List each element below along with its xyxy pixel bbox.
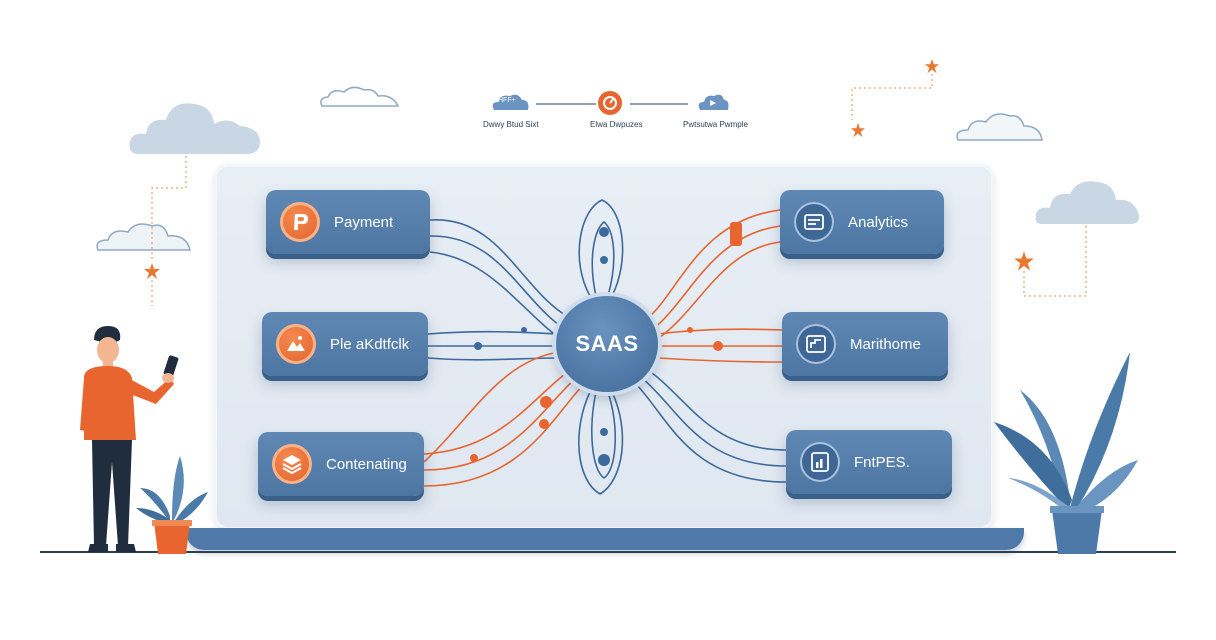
node-contenating[interactable]: Contenating [258, 432, 424, 496]
flow-caption-1: Dwwy Btud Sixt [483, 120, 539, 129]
node-label: Contenating [326, 455, 407, 473]
play-cloud-icon [698, 94, 729, 110]
node-analytics[interactable]: Analytics [780, 190, 944, 254]
clock-icon [598, 91, 622, 115]
star-icon [924, 58, 940, 74]
node-marithome[interactable]: Marithome [782, 312, 948, 376]
flow-caption-2: Elwa Dwpuzes [590, 120, 643, 129]
star-icon [1014, 251, 1034, 271]
cloud-icon [492, 94, 529, 110]
flow-badge-text: HFF+ [498, 97, 516, 104]
mountain-icon [276, 324, 316, 364]
node-ple-akdtfclk[interactable]: Ple aKdtfclk [262, 312, 428, 376]
ground-line [40, 551, 1176, 553]
node-label: Payment [334, 213, 394, 231]
node-fntpes[interactable]: FntPES. [786, 430, 952, 494]
node-label: Marithome [850, 335, 921, 353]
plant-icon [994, 352, 1138, 554]
connector-line [536, 103, 596, 105]
star-icon [144, 263, 160, 279]
saas-hub[interactable]: SAAS [556, 296, 658, 392]
cloud-icon [956, 113, 1043, 141]
cloud-icon [96, 223, 191, 251]
platform-base [186, 528, 1024, 550]
flow-caption-3: Pwtsutwa Pwmple [683, 120, 748, 129]
payment-icon [280, 202, 320, 242]
plant-icon [136, 456, 208, 554]
node-label: Analytics [848, 213, 909, 231]
document-chart-icon [800, 442, 840, 482]
top-flow: HFF+ Dwwy Btud Sixt Elwa Dwpuzes Pwtsutw… [470, 88, 770, 138]
node-payment[interactable]: Payment [266, 190, 430, 254]
cloud-icon [320, 86, 400, 107]
person-figure [80, 326, 179, 552]
hub-label: SAAS [575, 331, 639, 356]
cloud-icon [129, 103, 260, 154]
cloud-icon [1035, 181, 1139, 224]
layers-icon [272, 444, 312, 484]
star-icon [850, 122, 866, 138]
connector-line [630, 103, 688, 105]
node-label: FntPES. [854, 453, 910, 471]
chart-window-icon [796, 324, 836, 364]
analytics-icon [794, 202, 834, 242]
node-label: Ple aKdtfclk [330, 335, 410, 353]
